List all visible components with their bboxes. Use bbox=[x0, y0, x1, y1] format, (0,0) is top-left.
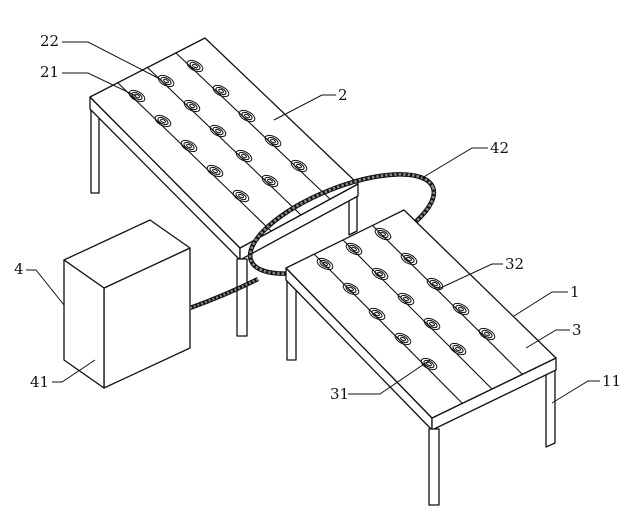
roller-icon bbox=[423, 317, 441, 331]
table-3-top-surface bbox=[285, 209, 557, 419]
table-3-leg bbox=[286, 279, 297, 361]
roller-icon bbox=[212, 84, 230, 98]
table-2-top-surface bbox=[89, 37, 359, 249]
control-box bbox=[63, 219, 191, 389]
table-3-rail bbox=[342, 239, 493, 390]
roller-icon bbox=[400, 252, 418, 266]
roller-icon bbox=[209, 124, 227, 138]
roller-icon bbox=[261, 174, 279, 188]
table-2-rail bbox=[175, 52, 331, 200]
leader-22 bbox=[62, 41, 159, 79]
table-2-rail bbox=[146, 66, 302, 216]
roller-icon bbox=[397, 292, 415, 306]
label-4: 4 bbox=[14, 260, 24, 278]
label-42: 42 bbox=[490, 139, 509, 157]
label-3: 3 bbox=[572, 321, 582, 339]
label-2: 2 bbox=[338, 86, 348, 104]
leader-21 bbox=[62, 72, 137, 97]
table-3-rail bbox=[371, 224, 523, 375]
table-2 bbox=[89, 37, 359, 337]
roller-icon bbox=[290, 159, 308, 173]
roller-icon bbox=[368, 307, 386, 321]
label-41: 41 bbox=[30, 373, 49, 391]
roller-icon bbox=[183, 99, 201, 113]
table-2-leg bbox=[90, 107, 100, 194]
roller-icon bbox=[235, 149, 253, 163]
leader-2 bbox=[273, 94, 336, 121]
label-22: 22 bbox=[40, 32, 59, 50]
leader-31 bbox=[348, 359, 431, 395]
table-3 bbox=[285, 209, 557, 506]
cable-inner bbox=[189, 277, 259, 310]
label-32: 32 bbox=[505, 255, 524, 273]
roller-icon bbox=[426, 277, 444, 291]
heating-ring-inner bbox=[248, 173, 436, 275]
roller-icon bbox=[374, 227, 392, 241]
roller-icon bbox=[264, 134, 282, 148]
roller-icon bbox=[394, 332, 412, 346]
leader-41 bbox=[52, 359, 96, 383]
table-3-leg bbox=[545, 363, 556, 448]
leader-32 bbox=[435, 263, 503, 291]
roller-icon bbox=[232, 189, 250, 203]
roller-icon bbox=[371, 267, 389, 281]
roller-icon bbox=[452, 302, 470, 316]
label-21: 21 bbox=[40, 63, 59, 81]
roller-icon bbox=[478, 327, 496, 341]
leader-4 bbox=[26, 269, 65, 306]
control-box-front-face bbox=[63, 259, 105, 389]
table-2-leg bbox=[236, 258, 248, 337]
table-3-leg bbox=[428, 428, 440, 506]
roller-icon bbox=[157, 74, 175, 88]
label-31: 31 bbox=[330, 385, 349, 403]
roller-icon bbox=[154, 114, 172, 128]
leader-3 bbox=[525, 329, 570, 349]
leader-lines bbox=[26, 41, 600, 404]
roller-icon bbox=[128, 89, 146, 103]
label-1: 1 bbox=[570, 283, 580, 301]
roller-icon bbox=[180, 139, 198, 153]
table-3-rail bbox=[313, 253, 463, 404]
roller-icon bbox=[186, 59, 204, 73]
roller-icon bbox=[342, 282, 360, 296]
table-2-rail bbox=[117, 82, 272, 232]
label-11: 11 bbox=[602, 372, 621, 390]
roller-icon bbox=[316, 257, 334, 271]
table-2-rollers bbox=[128, 59, 308, 203]
reference-numerals: 22 21 2 42 4 32 1 3 41 31 11 bbox=[14, 32, 621, 403]
table-3-rollers bbox=[316, 227, 496, 371]
leader-11 bbox=[551, 380, 600, 404]
leader-1 bbox=[513, 291, 568, 317]
roller-icon bbox=[345, 242, 363, 256]
leader-42 bbox=[421, 147, 488, 179]
roller-icon bbox=[238, 109, 256, 123]
roller-icon bbox=[206, 164, 224, 178]
roller-icon bbox=[449, 342, 467, 356]
